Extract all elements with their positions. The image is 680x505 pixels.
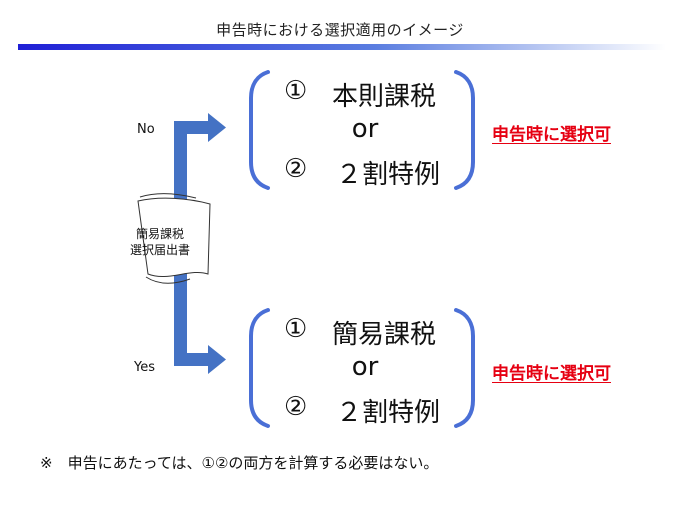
or-text-yes: or (351, 352, 379, 382)
document-label: 簡易課税 選択届出書 (110, 226, 210, 258)
branch-label-yes: Yes (134, 360, 155, 375)
option2-number-no: ② (284, 154, 308, 184)
option1-number-no: ① (284, 76, 308, 106)
page-title: 申告時における選択適用のイメージ (216, 21, 464, 39)
yes-arrow (174, 345, 226, 374)
option1-text-yes: 簡易課税 (332, 320, 437, 350)
or-text-no: or (351, 114, 379, 144)
option1-number-yes: ① (284, 314, 308, 344)
bracket-left-no (249, 70, 270, 190)
branch-label-no: No (137, 122, 155, 137)
option2-text-no: ２割特例 (336, 160, 441, 190)
option2-number-yes: ② (284, 392, 308, 422)
option1-text-no: 本則課税 (332, 82, 437, 112)
bracket-right-yes (454, 308, 475, 428)
result-no: 申告時に選択可 (492, 125, 611, 145)
option2-text-yes: ２割特例 (336, 398, 441, 428)
bracket-right-no (454, 70, 475, 190)
title-underline (18, 44, 666, 50)
document-line-2: 選択届出書 (129, 243, 190, 257)
bracket-left-yes (249, 308, 270, 428)
result-yes: 申告時に選択可 (492, 364, 611, 384)
document-line-1: 簡易課税 (135, 227, 184, 241)
options-yes: ① 簡易課税 or ② ２割特例 (270, 312, 460, 428)
footnote: ※ 申告にあたっては、①②の両方を計算する必要はない。 (40, 454, 439, 472)
document-icon (137, 193, 211, 284)
options-no: ① 本則課税 or ② ２割特例 (270, 74, 460, 190)
no-arrow (174, 113, 226, 142)
